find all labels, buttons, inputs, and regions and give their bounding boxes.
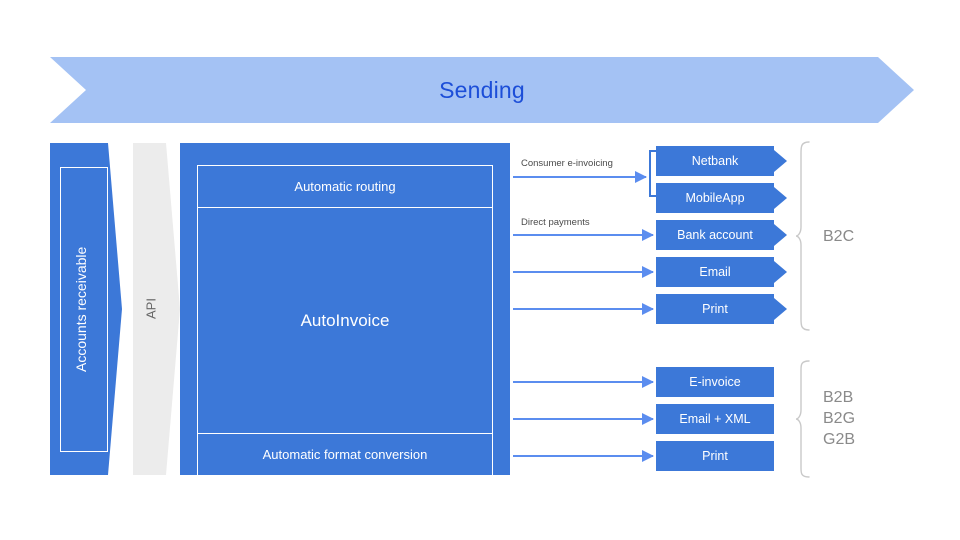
dest-netbank-arrow-tip bbox=[774, 150, 787, 172]
dest-bank-account-arrow-tip bbox=[774, 224, 787, 246]
b2b-group-label-line-3: G2B bbox=[823, 431, 856, 448]
dest-email-xml[interactable]: Email + XML bbox=[656, 404, 774, 434]
flow-arrow-consumer-einvoicing bbox=[513, 171, 647, 183]
flow-arrow-email-xml bbox=[513, 413, 654, 425]
flow-arrow-print-b2b bbox=[513, 450, 654, 462]
banner-title: Sending bbox=[439, 76, 525, 103]
accounts-receivable-label: Accounts receivable bbox=[73, 246, 89, 372]
automatic-format-conversion-box: Automatic format conversion bbox=[197, 433, 493, 476]
autoinvoice-block: Automatic routing AutoInvoice Automatic … bbox=[180, 143, 510, 476]
flow-arrow-direct-payments bbox=[513, 229, 654, 241]
accounts-receivable-inner-frame bbox=[60, 167, 108, 452]
b2b-group-label-line-2: B2G bbox=[823, 410, 856, 427]
flow-arrow-email bbox=[513, 266, 654, 278]
b2c-brace bbox=[795, 141, 811, 331]
api-label: API bbox=[143, 298, 159, 320]
accounts-receivable-block bbox=[50, 143, 122, 475]
dest-print-b2b[interactable]: Print bbox=[656, 441, 774, 471]
dest-netbank[interactable]: Netbank bbox=[656, 146, 774, 176]
b2b-brace bbox=[795, 360, 811, 478]
b2b-group-label-line-1: B2B bbox=[823, 389, 854, 406]
flow-arrow-print bbox=[513, 303, 654, 315]
flow-label-consumer-einvoicing: Consumer e-invoicing bbox=[521, 158, 613, 169]
netbank-mobileapp-bracket bbox=[649, 150, 658, 197]
dest-einvoice[interactable]: E-invoice bbox=[656, 367, 774, 397]
dest-email[interactable]: Email bbox=[656, 257, 774, 287]
b2c-group-label: B2C bbox=[823, 228, 855, 245]
automatic-routing-box: Automatic routing bbox=[197, 165, 493, 208]
dest-email-arrow-tip bbox=[774, 261, 787, 283]
b2b-group-label: B2B B2G G2B bbox=[823, 387, 855, 450]
autoinvoice-box: AutoInvoice bbox=[197, 207, 493, 434]
dest-print-arrow-tip bbox=[774, 298, 787, 320]
flow-label-direct-payments: Direct payments bbox=[521, 217, 590, 228]
flow-arrow-einvoice bbox=[513, 376, 654, 388]
sending-banner bbox=[50, 57, 914, 123]
dest-print[interactable]: Print bbox=[656, 294, 774, 324]
dest-mobileapp-arrow-tip bbox=[774, 187, 787, 209]
dest-bank-account[interactable]: Bank account bbox=[656, 220, 774, 250]
dest-mobileapp[interactable]: MobileApp bbox=[656, 183, 774, 213]
